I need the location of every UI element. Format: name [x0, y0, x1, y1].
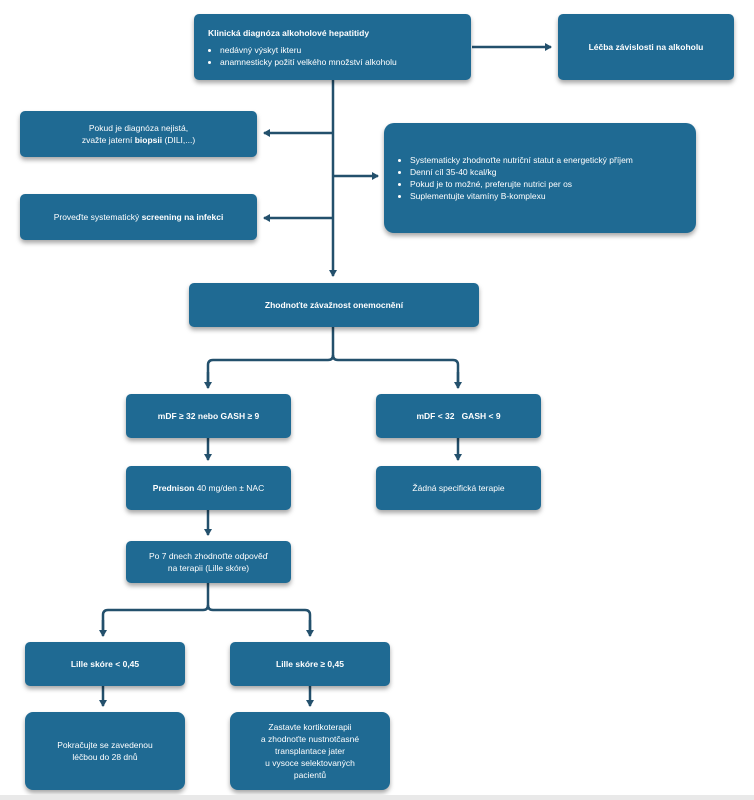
nutrition-bullet: Denní cíl 35-40 kcal/kg [410, 166, 633, 178]
continue-box: Pokračujte se zavedenou léčbou do 28 dnů [25, 712, 185, 790]
evaluate-line2: na terapii (Lille skóre) [167, 563, 250, 573]
prednison-box: Prednison 40 mg/den ± NAC [126, 466, 291, 510]
screening-box: Proveďte systematický screening na infek… [20, 194, 257, 240]
nutrition-bullet: Suplementujte vitamíny B-komplexu [410, 190, 633, 202]
diagnosis-box: Klinická diagnóza alkoholové hepatitidy … [194, 14, 471, 80]
stop-line: a zhodnoťte nustnotčasné [260, 734, 360, 744]
no-therapy-text: Žádná specifická terapie [412, 483, 505, 493]
nutrition-bullet: Pokud je to možné, preferujte nutrici pe… [410, 178, 633, 190]
dependence-text: Léčba závislosti na alkoholu [588, 42, 704, 52]
stop-line: pacientů [293, 770, 327, 780]
evaluate-box: Po 7 dnech zhodnoťte odpověď na terapii … [126, 541, 291, 583]
prednison-text: Prednison 40 mg/den ± NAC [152, 483, 265, 493]
nutrition-bullet: Systematicky zhodnoťte nutriční statut a… [410, 154, 633, 166]
severe-box: mDF ≥ 32 nebo GASH ≥ 9 [126, 394, 291, 438]
evaluate-line1: Po 7 dnech zhodnoťte odpověď [148, 551, 268, 561]
mild-text: mDF < 32 GASH < 9 [416, 411, 501, 421]
diagnosis-bullet: nedávný výskyt ikteru [220, 44, 397, 56]
mild-box: mDF < 32 GASH < 9 [376, 394, 541, 438]
lille-low-text: Lille skóre < 0,45 [70, 659, 140, 669]
diagnosis-bullet: anamnesticky požití velkého množství alk… [220, 56, 397, 68]
severity-box: Zhodnoťte závažnost onemocnění [189, 283, 479, 327]
stop-line: u vysoce selektovaných [265, 758, 355, 768]
lille-low-box: Lille skóre < 0,45 [25, 642, 185, 686]
biopsy-line2: zvažte jaterní biopsii (DILI,...) [81, 135, 196, 145]
bottom-divider [0, 795, 754, 800]
severity-text: Zhodnoťte závažnost onemocnění [264, 300, 404, 310]
continue-line1: Pokračujte se zavedenou [57, 740, 153, 750]
stop-line: transplantace jater [275, 746, 345, 756]
no-therapy-box: Žádná specifická terapie [376, 466, 541, 510]
lille-high-box: Lille skóre ≥ 0,45 [230, 642, 390, 686]
continue-line2: léčbou do 28 dnů [72, 752, 138, 762]
nutrition-box: Systematicky zhodnoťte nutriční statut a… [384, 123, 696, 233]
arrow-severity-split [206, 327, 335, 386]
lille-high-text: Lille skóre ≥ 0,45 [276, 659, 344, 669]
diagnosis-title: Klinická diagnóza alkoholové hepatitidy [208, 27, 370, 38]
biopsy-line1: Pokud je diagnóza nejistá, [88, 123, 189, 133]
stop-line: Zastavte kortikoterapii [268, 722, 352, 732]
dependence-box: Léčba závislosti na alkoholu [558, 14, 734, 80]
biopsy-box: Pokud je diagnóza nejistá, zvažte jatern… [20, 111, 257, 157]
diagnosis-bullets: nedávný výskyt ikteru anamnesticky požit… [208, 44, 397, 68]
nutrition-bullets: Systematicky zhodnoťte nutriční statut a… [398, 154, 633, 202]
screening-text: Proveďte systematický screening na infek… [53, 212, 224, 222]
stop-box: Zastavte kortikoterapii a zhodnoťte nust… [230, 712, 390, 790]
severe-text: mDF ≥ 32 nebo GASH ≥ 9 [157, 411, 260, 421]
arrow-lille-split [101, 583, 210, 630]
